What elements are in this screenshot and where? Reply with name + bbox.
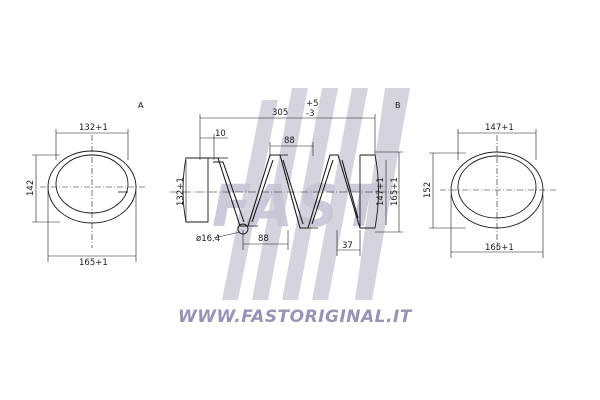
right-outer-diameter: 165+1 bbox=[390, 177, 400, 206]
left-view-label: A bbox=[138, 101, 144, 110]
pitch-top: 88 bbox=[284, 136, 295, 146]
left-top-diameter: 132+1 bbox=[79, 123, 108, 133]
right-end-cap bbox=[359, 154, 379, 229]
length-tol-minus: -3 bbox=[306, 109, 314, 119]
right-bottom-diameter: 165+1 bbox=[485, 243, 514, 253]
left-end-view bbox=[32, 129, 145, 262]
right-inner-diameter: 147+1 bbox=[376, 177, 386, 206]
right-end-view bbox=[429, 129, 556, 258]
left-end-cap bbox=[182, 157, 209, 223]
right-top-diameter: 147+1 bbox=[485, 123, 514, 133]
length-tol-plus: +5 bbox=[306, 99, 319, 109]
right-view-label: B bbox=[395, 101, 401, 110]
right-height: 152 bbox=[423, 182, 433, 198]
watermark-stripes bbox=[222, 88, 410, 300]
free-length: 305 bbox=[272, 108, 288, 118]
left-inner-diameter: 132+1 bbox=[176, 177, 186, 206]
left-bottom-diameter: 165+1 bbox=[79, 258, 108, 268]
end-length: 37 bbox=[342, 241, 353, 251]
left-height: 142 bbox=[26, 180, 36, 196]
watermark-url: WWW.FASTORIGINAL.IT bbox=[178, 307, 413, 327]
end-offset: 10 bbox=[215, 129, 226, 139]
side-view bbox=[170, 114, 403, 256]
wire-diameter: ø16.4 bbox=[196, 234, 220, 244]
pitch-bottom: 88 bbox=[258, 234, 269, 244]
